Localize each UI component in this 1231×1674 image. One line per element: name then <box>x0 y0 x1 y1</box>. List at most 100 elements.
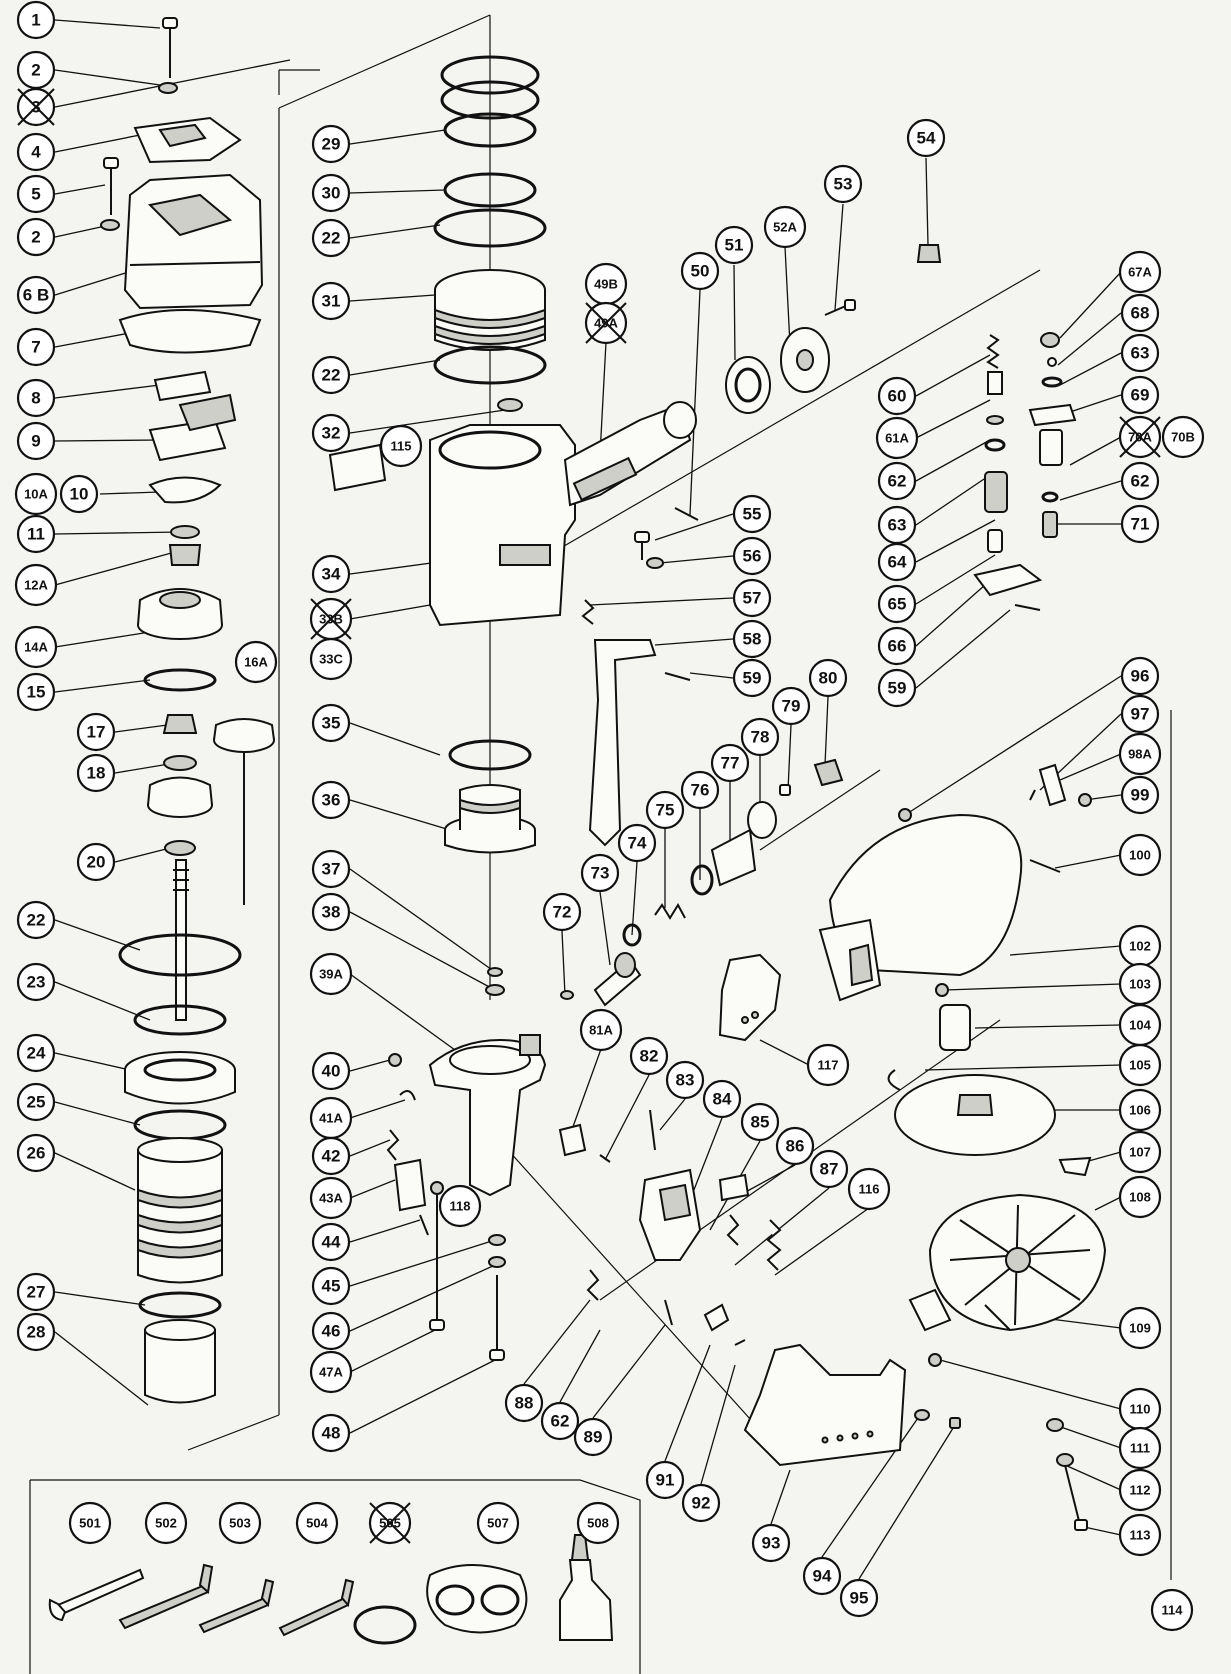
callout-107: 107 <box>1118 1130 1162 1174</box>
callout-20: 20 <box>76 842 116 882</box>
callout-text: 28 <box>27 1323 46 1342</box>
callout-text: 112 <box>1130 1483 1151 1498</box>
callout-text: 88 <box>515 1394 534 1413</box>
callout-text: 34 <box>322 565 341 584</box>
callout-text: 64 <box>888 553 907 572</box>
callout-text: 94 <box>813 1567 832 1586</box>
callout-text: 15 <box>27 683 46 702</box>
callout-10a: 10A <box>14 472 58 516</box>
callout-38: 38 <box>311 892 351 932</box>
callout-52a: 52A <box>763 205 807 249</box>
callout-74: 74 <box>617 823 657 863</box>
callout-text: 92 <box>692 1494 711 1513</box>
callout-text: 107 <box>1129 1145 1151 1160</box>
callout-99: 99 <box>1120 775 1160 815</box>
callout-text: 27 <box>27 1283 46 1302</box>
callout-2: 2 <box>16 50 56 90</box>
callout-text: 56 <box>743 547 762 566</box>
callout-text: 11 <box>27 525 45 544</box>
callout-67a: 67A <box>1118 250 1162 294</box>
callout-text: 114 <box>1162 1603 1184 1618</box>
callout-text: 37 <box>322 860 341 879</box>
left-column-parts <box>100 17 275 1404</box>
callout-text: 72 <box>553 903 572 922</box>
callout-text: 67A <box>1128 265 1152 280</box>
callout-text: 75 <box>656 801 675 820</box>
callout-text: 10 <box>70 485 89 504</box>
callout-63: 63 <box>1120 333 1160 373</box>
callout-text: 14A <box>24 640 48 655</box>
callout-29: 29 <box>311 124 351 164</box>
upper-right-parts <box>674 244 1077 611</box>
callout-98a: 98A <box>1118 732 1162 776</box>
callout-33c: 33C <box>309 637 353 681</box>
callout-39a: 39A <box>309 952 353 996</box>
callout-14a: 14A <box>14 625 58 669</box>
callout-87: 87 <box>809 1149 849 1189</box>
callout-text: 62 <box>888 472 907 491</box>
callout-9: 9 <box>16 421 56 461</box>
callout-7: 7 <box>16 327 56 367</box>
callout-text: 57 <box>743 589 762 608</box>
callout-text: 2 <box>31 61 40 80</box>
callout-62: 62 <box>1120 461 1160 501</box>
callout-80: 80 <box>808 658 848 698</box>
callout-text: 30 <box>322 184 341 203</box>
callout-text: 16A <box>244 655 268 670</box>
callout-24: 24 <box>16 1033 56 1073</box>
callout-97: 97 <box>1120 694 1160 734</box>
callout-text: 504 <box>306 1516 328 1531</box>
callout-45: 45 <box>311 1266 351 1306</box>
callout-508: 508 <box>576 1501 620 1545</box>
callout-18: 18 <box>76 753 116 793</box>
callout-117: 117 <box>806 1043 850 1087</box>
callout-text: 115 <box>391 439 412 454</box>
callout-60: 60 <box>877 376 917 416</box>
callout-11: 11 <box>16 514 56 554</box>
callout-text: 2 <box>31 228 40 247</box>
callout-text: 97 <box>1131 705 1150 724</box>
callout-69: 69 <box>1120 375 1160 415</box>
callout-text: 48 <box>322 1424 341 1443</box>
callout-116: 116 <box>847 1167 891 1211</box>
callout-text: 103 <box>1129 977 1151 992</box>
callout-79: 79 <box>771 686 811 726</box>
callout-text: 12A <box>24 578 48 593</box>
callout-text: 43A <box>319 1191 343 1206</box>
callout-10: 10 <box>59 474 99 514</box>
callout-54: 54 <box>906 118 946 158</box>
strike-line <box>17 88 55 126</box>
callout-text: 38 <box>322 903 341 922</box>
callout-94: 94 <box>802 1556 842 1596</box>
callout-81a: 81A <box>579 1008 623 1052</box>
callout-text: 51 <box>725 236 744 255</box>
callout-30: 30 <box>311 173 351 213</box>
callout-106: 106 <box>1118 1088 1162 1132</box>
callout-text: 4 <box>31 143 41 162</box>
callout-text: 36 <box>322 791 341 810</box>
callout-1: 1 <box>16 0 56 40</box>
accessories-box <box>29 1479 641 1674</box>
callout-22: 22 <box>311 355 351 395</box>
callout-43a: 43A <box>309 1176 353 1220</box>
callout-text: 5 <box>31 185 40 204</box>
callout-text: 91 <box>656 1471 675 1490</box>
callout-text: 50 <box>691 262 710 281</box>
callout-47a: 47A <box>309 1350 353 1394</box>
callout-text: 109 <box>1129 1321 1151 1336</box>
callout-text: 68 <box>1131 304 1150 323</box>
callout-text: 113 <box>1130 1528 1151 1543</box>
callout-text: 502 <box>155 1516 177 1531</box>
callout-text: 104 <box>1129 1018 1151 1033</box>
callout-40: 40 <box>311 1051 351 1091</box>
callout-56: 56 <box>732 536 772 576</box>
callout-text: 60 <box>888 387 907 406</box>
callout-102: 102 <box>1118 924 1162 968</box>
callout-text: 49B <box>594 277 618 292</box>
callout-4: 4 <box>16 132 56 172</box>
callout-text: 95 <box>850 1589 869 1608</box>
callout-31: 31 <box>311 281 351 321</box>
callout-text: 59 <box>743 669 762 688</box>
callout-text: 63 <box>1131 344 1150 363</box>
callout-text: 69 <box>1131 386 1150 405</box>
